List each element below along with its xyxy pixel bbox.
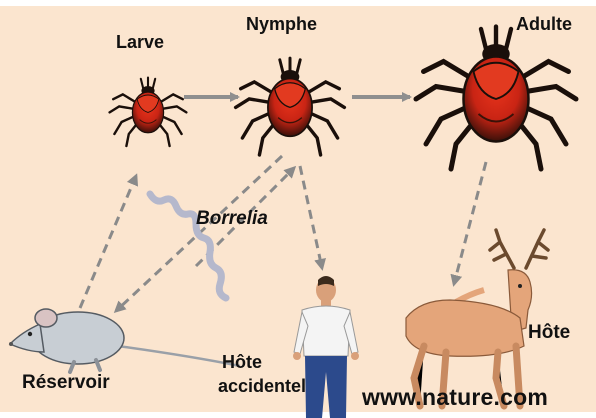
label-host: Hôte: [528, 322, 570, 344]
arrow-adult-to-deer: [454, 162, 486, 284]
mouse-figure-icon: [9, 309, 240, 372]
larva-tick-icon: [110, 78, 187, 146]
label-reservoir: Réservoir: [22, 372, 110, 394]
nymph-tick-icon: [236, 58, 345, 155]
arrow-reservoir-to-larva: [80, 176, 136, 308]
label-borrelia: Borrelia: [196, 208, 268, 230]
diagram-artwork: [0, 6, 596, 418]
label-nymph: Nymphe: [246, 14, 317, 35]
website-caption: www.nature.com: [362, 384, 548, 411]
arrow-nymph-to-person: [300, 166, 322, 268]
deer-figure-icon: [406, 230, 548, 406]
label-accidental-host-line2: accidentel: [218, 376, 306, 397]
label-larva: Larve: [116, 32, 164, 53]
label-accidental-host-line1: Hôte: [222, 352, 262, 373]
adult-tick-icon: [416, 27, 576, 170]
label-adult: Adulte: [516, 14, 572, 35]
